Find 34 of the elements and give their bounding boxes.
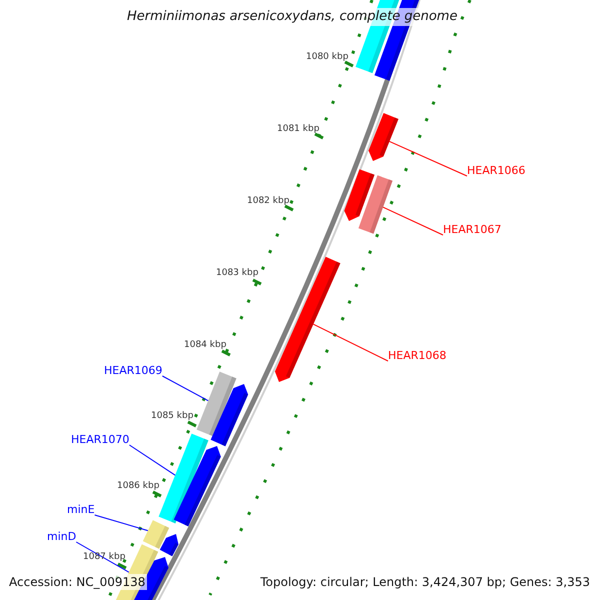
gene-label: HEAR1066 <box>467 164 526 178</box>
gene-segment <box>344 169 374 221</box>
gene-label: HEAR1067 <box>443 223 502 237</box>
scale-label: 1085 kbp <box>151 410 194 422</box>
gene-segment <box>174 446 221 526</box>
gene-segment <box>358 175 393 234</box>
scale-label: 1081 kbp <box>277 123 320 135</box>
gene-label: minE <box>67 503 95 517</box>
leader-line <box>128 444 176 476</box>
leader-line <box>76 542 130 573</box>
gene-label: HEAR1068 <box>388 349 446 363</box>
leader-line <box>162 376 209 402</box>
leader-line <box>382 206 444 236</box>
scale-label: 1087 kbp <box>83 551 126 563</box>
scale-label: 1083 kbp <box>216 267 258 279</box>
scale-label: 1086 kbp <box>117 480 160 492</box>
gene-segment <box>142 520 170 549</box>
leader-line <box>388 140 468 176</box>
gene-segment <box>160 534 178 556</box>
gene-label: HEAR1069 <box>104 364 162 378</box>
scale-label: 1080 kbp <box>306 51 348 63</box>
gene-segment <box>196 372 236 436</box>
gene-label: minD <box>47 530 76 544</box>
leader-line <box>312 324 388 362</box>
scale-label: 1082 kbp <box>247 195 290 207</box>
gene-label: HEAR1070 <box>71 433 130 447</box>
accession-text: Accession: NC_009138 <box>7 574 148 590</box>
gene-segment <box>158 434 208 524</box>
gene-segment <box>274 256 340 382</box>
gene-segment <box>368 113 398 161</box>
scale-label: 1084 kbp <box>184 339 226 351</box>
leader-line <box>94 514 148 532</box>
genome-info-text: Topology: circular; Length: 3,424,307 bp; Genes: 3,353 <box>258 574 592 590</box>
gene-segment <box>210 384 248 446</box>
